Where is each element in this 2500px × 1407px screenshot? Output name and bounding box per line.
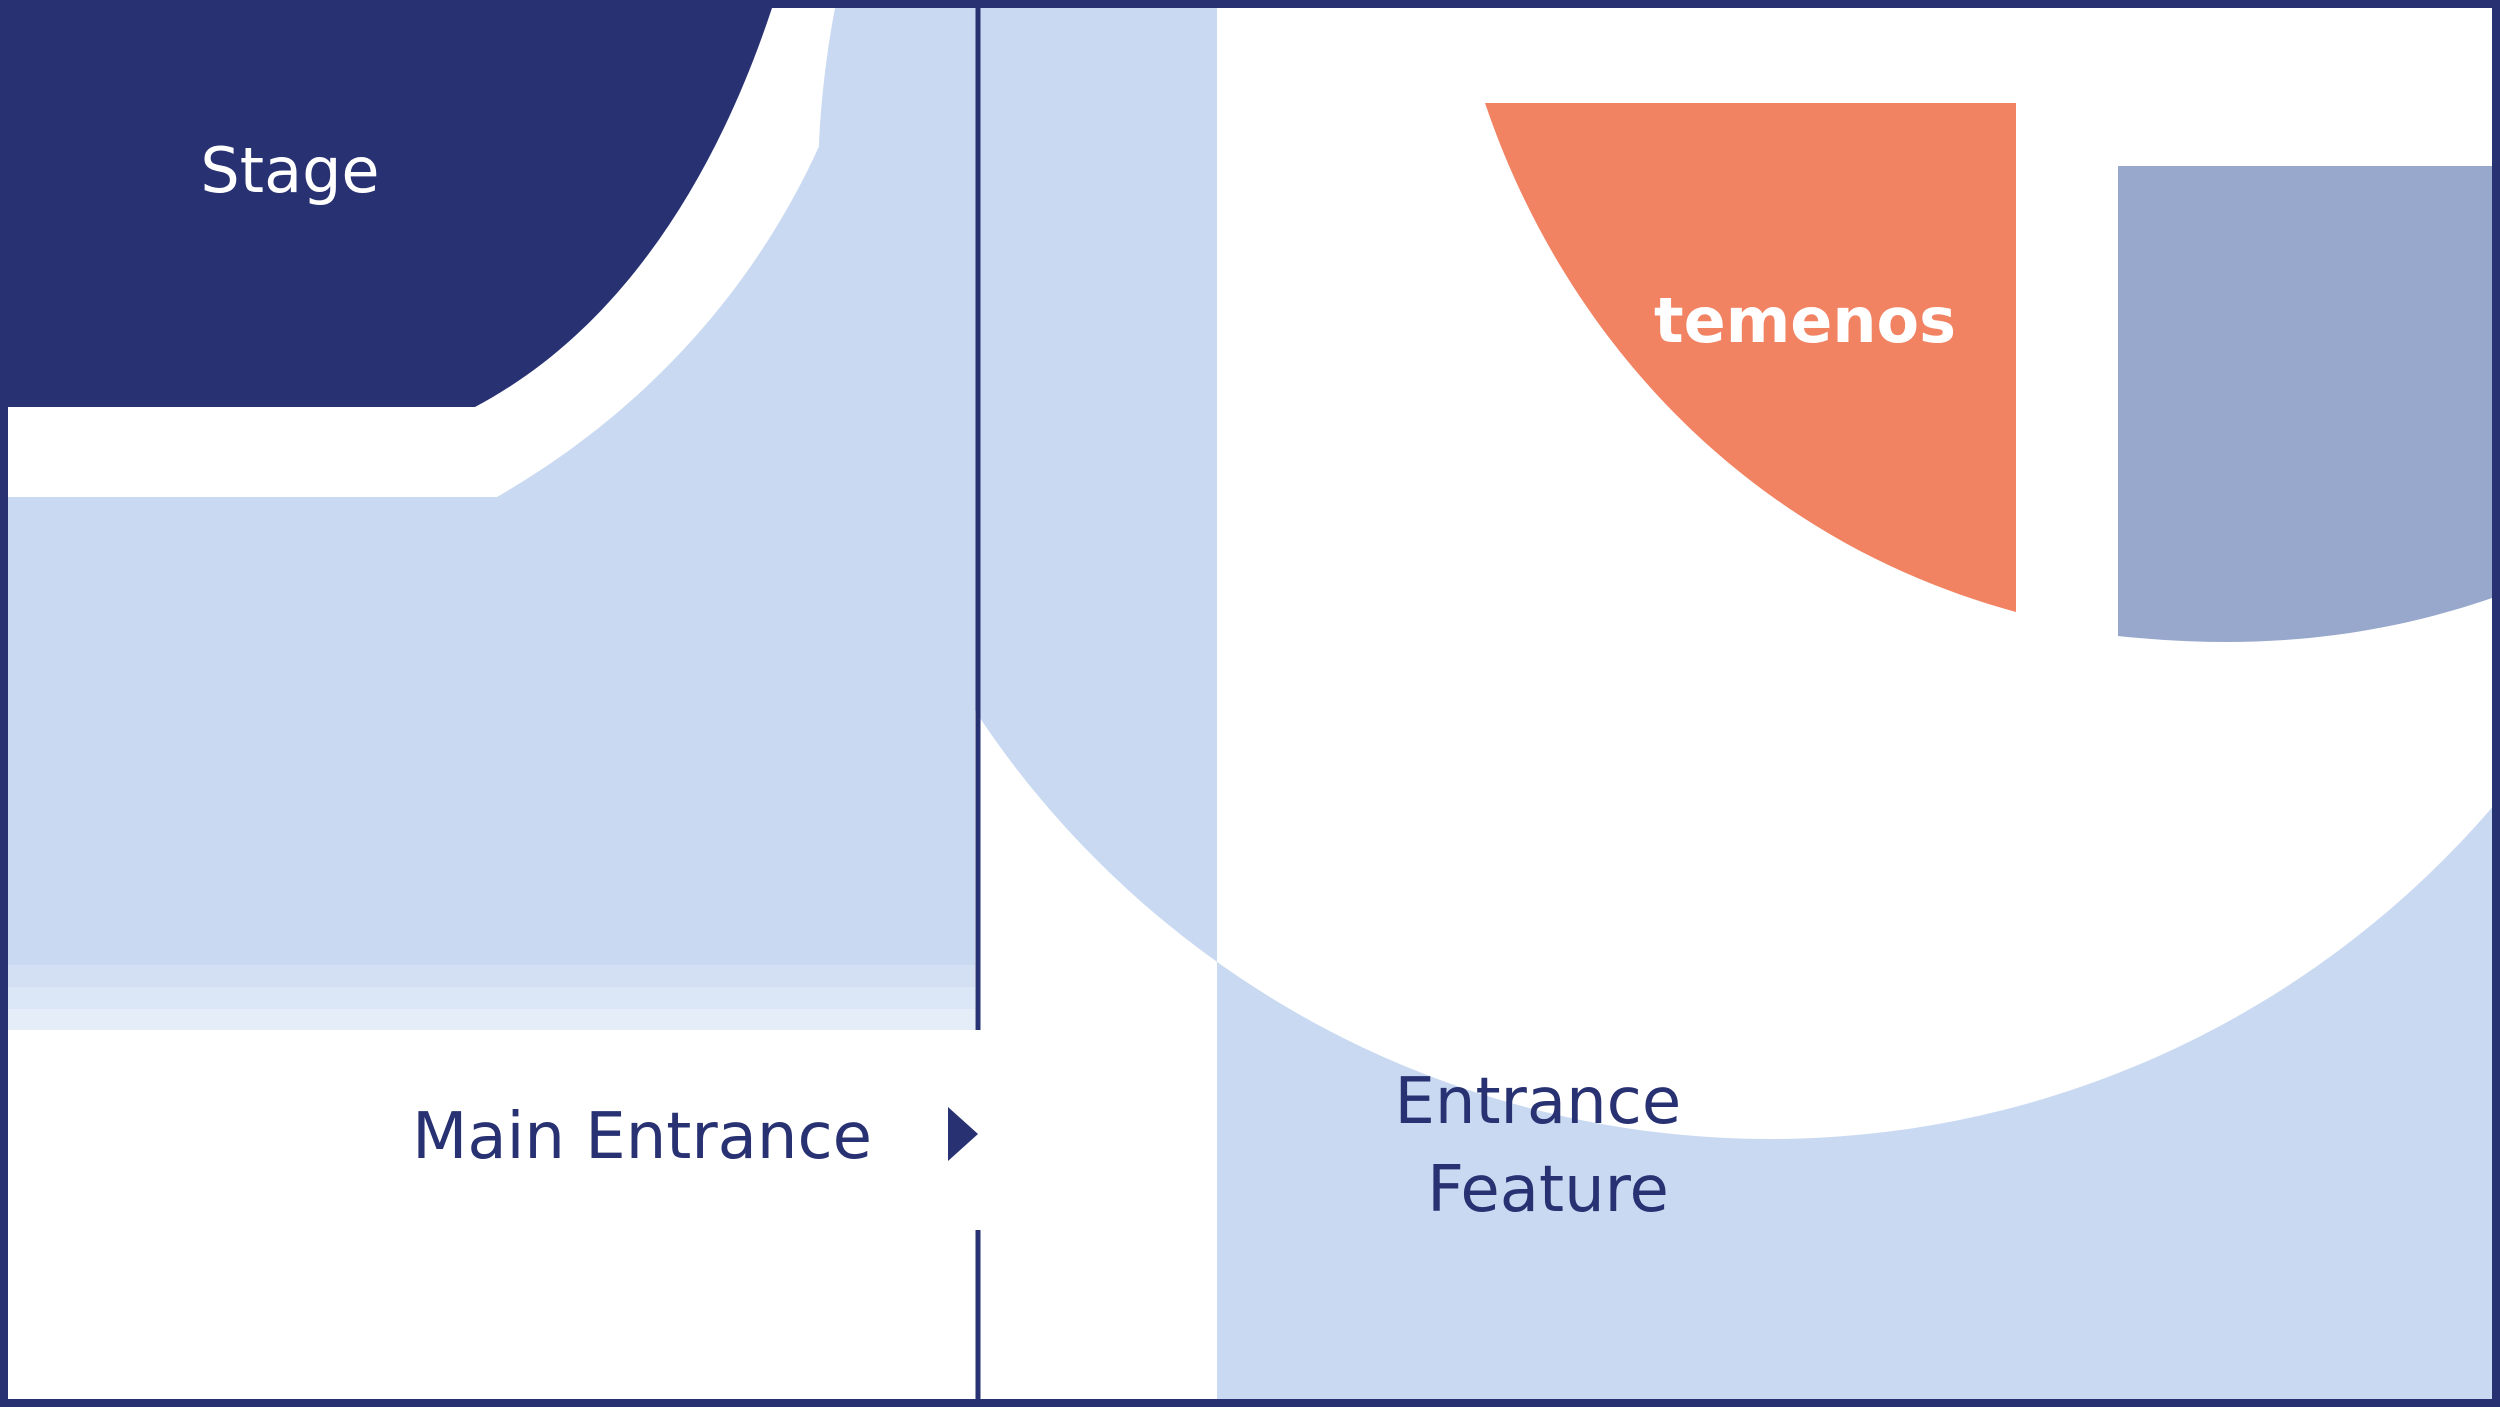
left-floor-fade-3 bbox=[8, 1009, 975, 1030]
entrance-feature-label: Entrance Feature bbox=[1394, 1065, 1701, 1227]
entrance-feature-line1: Entrance bbox=[1394, 1065, 1681, 1139]
left-floor-area bbox=[8, 8, 975, 1030]
left-floor-fade-2 bbox=[8, 987, 975, 1009]
main-entrance-label: Main Entrance bbox=[412, 1100, 872, 1174]
right-floor-area bbox=[818, 0, 2500, 1399]
stage-area[interactable] bbox=[8, 8, 772, 407]
entrance-feature-line2: Feature bbox=[1427, 1153, 1669, 1227]
left-floor-fade-1 bbox=[8, 965, 975, 987]
booth-temenos-label: temenos bbox=[1654, 284, 1956, 357]
booth-temenos[interactable] bbox=[1485, 103, 2016, 612]
stage-label: Stage bbox=[200, 134, 379, 207]
booth-unlabeled[interactable] bbox=[2118, 166, 2492, 642]
main-entrance-arrow-icon bbox=[948, 1107, 978, 1161]
